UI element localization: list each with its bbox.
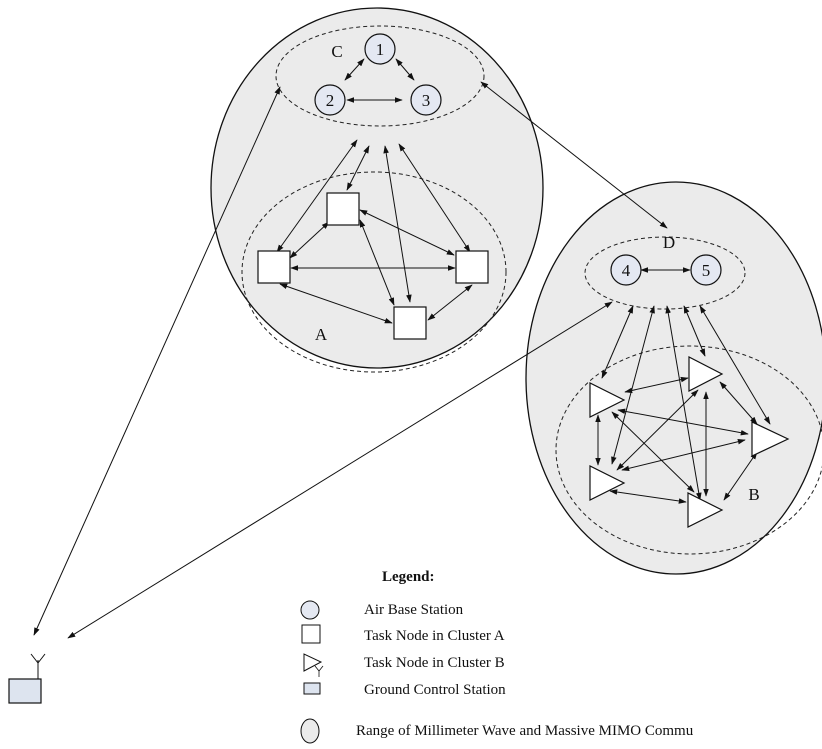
svg-text:2: 2 <box>326 91 335 110</box>
ellipse-icon <box>300 718 320 744</box>
legend-item-label: Task Node in Cluster A <box>364 628 505 644</box>
air-base-station-3: 3 <box>410 84 442 116</box>
task-node-a-3 <box>455 250 489 284</box>
legend-item-label: Ground Control Station <box>364 682 506 698</box>
square-icon <box>301 624 321 644</box>
links <box>33 58 771 639</box>
task-node-b-1 <box>589 382 626 418</box>
legend-item-label: Air Base Station <box>364 602 464 618</box>
svg-text:5: 5 <box>702 261 711 280</box>
triangle-icon <box>303 653 324 677</box>
air-base-station-4: 4 <box>610 254 642 286</box>
svg-text:3: 3 <box>422 91 431 110</box>
air-base-station-1: 1 <box>364 33 396 65</box>
task-node-b-3 <box>751 421 790 457</box>
legend: Legend: Air Base Station Task Node in Cl… <box>300 569 694 744</box>
task-node-b-5 <box>687 492 724 528</box>
ground-station-icon <box>303 682 321 695</box>
svg-text:4: 4 <box>622 261 631 280</box>
task-node-a-2 <box>257 250 291 284</box>
task-node-b-4 <box>589 465 626 501</box>
legend-title: Legend: <box>382 569 435 585</box>
ground-control-station <box>8 653 46 704</box>
cluster-c-boundary <box>275 25 485 127</box>
legend-item-label: Task Node in Cluster B <box>364 655 505 671</box>
cluster-c-label: C <box>331 42 342 61</box>
task-node-a-1 <box>326 192 360 226</box>
cluster-a-label: A <box>315 325 328 344</box>
circle-icon <box>300 600 320 620</box>
task-node-b-2 <box>688 356 724 392</box>
cluster-d-label: D <box>663 233 675 252</box>
cluster-b-label: B <box>748 485 759 504</box>
legend-item-label: Range of Millimeter Wave and Massive MIM… <box>356 723 694 739</box>
svg-text:1: 1 <box>376 40 385 59</box>
cluster-d-boundary <box>584 236 746 310</box>
air-base-station-5: 5 <box>690 254 722 286</box>
task-node-a-4 <box>393 306 427 340</box>
air-base-station-2: 2 <box>314 84 346 116</box>
